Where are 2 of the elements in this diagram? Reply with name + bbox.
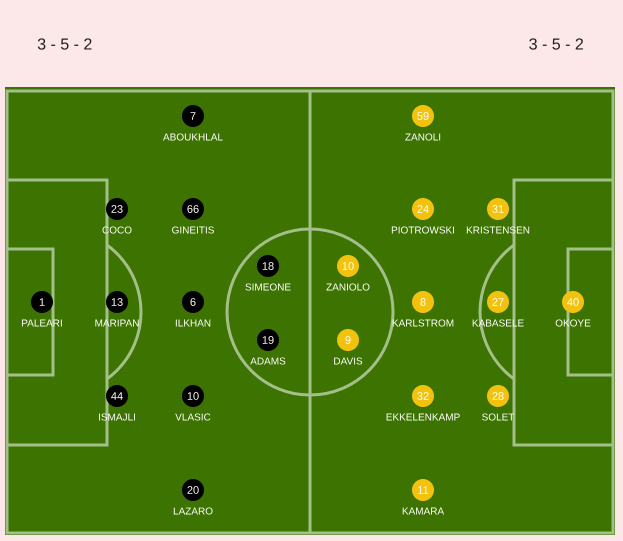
formation-label: 3 - 5 - 2: [529, 38, 583, 50]
formation-label: 3 - 5 - 2: [38, 38, 92, 50]
